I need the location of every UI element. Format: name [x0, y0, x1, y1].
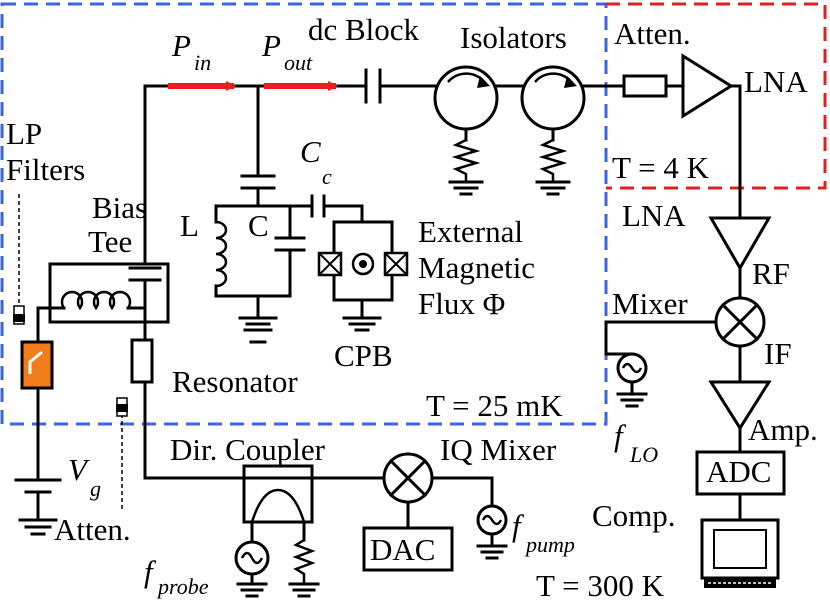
bias-tee-label-1: Bias	[92, 190, 147, 225]
p-out-subscript: out	[284, 50, 313, 75]
f-probe-subscript: probe	[156, 574, 209, 599]
l-label: L	[180, 208, 199, 243]
bias-tee	[36, 262, 170, 342]
cpb-qubit	[317, 220, 409, 332]
external-label-3: Flux Φ	[418, 286, 505, 321]
directional-coupler	[242, 464, 386, 542]
vg-label: V	[68, 452, 90, 487]
dac-box	[362, 526, 454, 572]
resonator-circuit	[214, 84, 306, 344]
coupler-termination	[288, 538, 320, 598]
lp-filter	[20, 306, 54, 482]
external-label-1: External	[418, 214, 523, 249]
atten-top-label: Atten.	[614, 16, 691, 51]
gate-voltage-source	[14, 478, 62, 536]
iq-mixer-label: IQ Mixer	[440, 432, 557, 467]
p-in-label: P	[171, 28, 191, 63]
atten-bottom-label: Atten.	[54, 512, 131, 547]
vg-subscript: g	[90, 476, 101, 501]
iq-mixer	[382, 452, 494, 530]
lo-source	[616, 352, 648, 408]
p-out-label: P	[261, 28, 281, 63]
cold-stage-boundary	[0, 2, 608, 426]
attenuator-25mk	[130, 338, 154, 384]
if-label: IF	[764, 336, 792, 371]
feedline	[143, 84, 685, 270]
c-label: C	[248, 208, 269, 243]
cc-subscript: c	[322, 164, 332, 189]
mixer	[714, 296, 766, 348]
amplifier	[708, 380, 772, 431]
t-300k-label: T = 300 K	[536, 568, 665, 603]
dc-block-label: dc Block	[308, 12, 420, 47]
pump-source	[476, 504, 508, 560]
lna-mid-label: LNA	[622, 198, 686, 233]
bias-tee-label-2: Tee	[88, 224, 132, 259]
f-pump-label: f	[512, 508, 525, 543]
t-4k-label: T = 4 K	[612, 150, 710, 185]
isolators-label: Isolators	[460, 20, 567, 55]
f-lo-label: f	[614, 418, 627, 453]
dir-coupler-label: Dir. Coupler	[170, 432, 326, 467]
lna-room	[708, 216, 772, 271]
lna-top-label: LNA	[744, 64, 808, 99]
p-in-subscript: in	[194, 50, 211, 75]
lp-filters-label-1: LP	[6, 116, 42, 151]
adc-box	[695, 450, 786, 496]
comp-label: Comp.	[592, 498, 676, 533]
probe-source	[234, 540, 270, 598]
four-kelvin-stage-boundary	[606, 2, 827, 190]
adc-label: ADC	[706, 454, 771, 489]
resonator-label: Resonator	[172, 364, 298, 399]
filter-icon	[13, 305, 25, 325]
cpb-label: CPB	[334, 338, 393, 373]
rf-label: RF	[752, 256, 790, 291]
isolator-1	[433, 65, 499, 196]
amp-label: Amp.	[748, 412, 818, 447]
t-25mk-label: T = 25 mK	[426, 388, 563, 423]
f-probe-label: f	[144, 554, 157, 589]
attenuator-4k	[622, 74, 668, 98]
coupling-capacitor	[288, 194, 364, 224]
external-label-2: Magnetic	[418, 250, 535, 285]
isolator-2	[520, 65, 586, 196]
mixer-label: Mixer	[612, 286, 688, 321]
computer-icon	[700, 518, 780, 588]
dc-block-capacitor	[364, 68, 382, 104]
dac-label: DAC	[370, 532, 435, 567]
f-lo-subscript: LO	[629, 442, 658, 467]
f-pump-subscript: pump	[524, 532, 575, 557]
atten-icon	[116, 397, 128, 417]
lp-filters-label-2: Filters	[6, 152, 85, 187]
lna-4k	[681, 53, 734, 119]
cc-label: C	[300, 134, 321, 169]
